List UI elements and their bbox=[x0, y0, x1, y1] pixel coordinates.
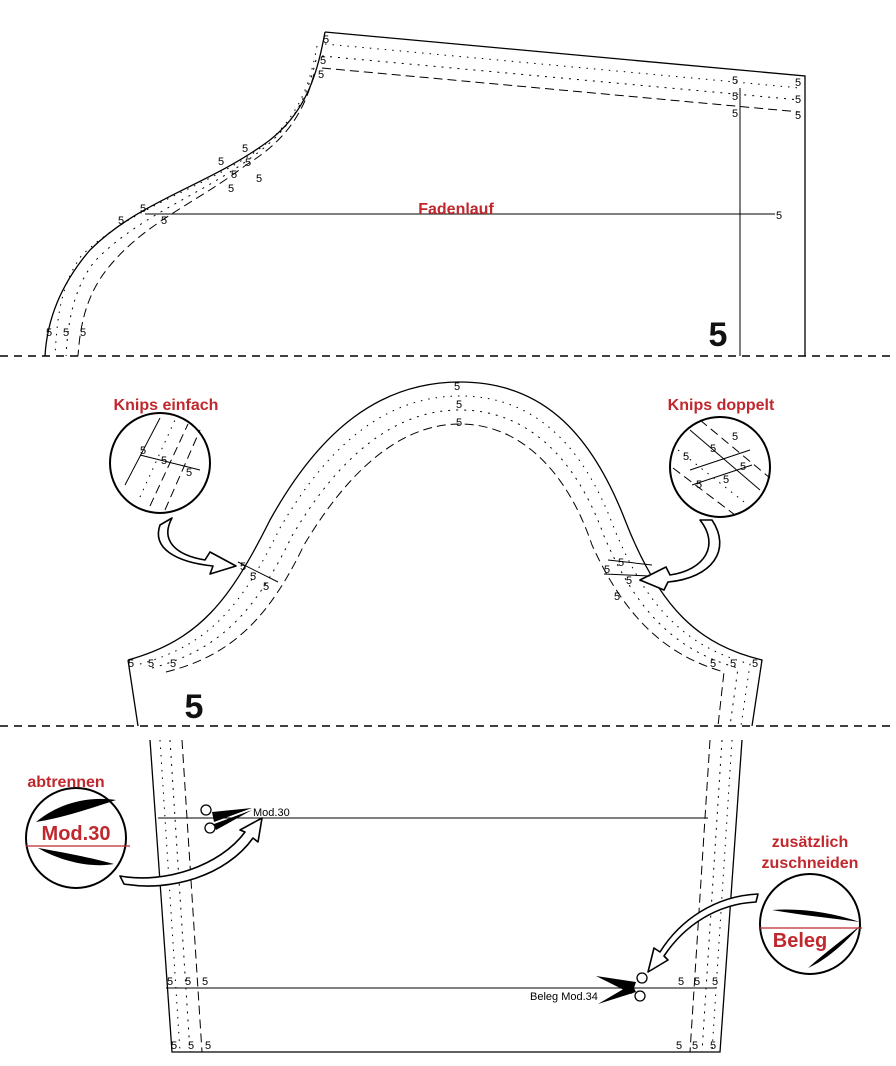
svg-text:5: 5 bbox=[148, 658, 154, 670]
svg-text:5: 5 bbox=[732, 431, 738, 443]
seam-marks-top: 5 5 5 5 5 5 5 5 5 5 5 5 5 5 5 5 5 5 5 5 … bbox=[46, 34, 801, 339]
svg-text:5: 5 bbox=[228, 183, 234, 195]
svg-text:5: 5 bbox=[231, 169, 237, 181]
facing-line-label: Beleg Mod.34 bbox=[530, 991, 598, 1003]
notch-marks-sleeve: 5 5 5 5 5 5 5 5 5 5 5 5 5 5 5 5 bbox=[128, 381, 758, 670]
svg-text:5: 5 bbox=[320, 55, 326, 67]
svg-text:5: 5 bbox=[678, 976, 684, 988]
svg-text:5: 5 bbox=[710, 443, 716, 455]
svg-text:5: 5 bbox=[318, 69, 324, 81]
svg-text:5: 5 bbox=[128, 658, 134, 670]
arrow-icon-double bbox=[639, 519, 721, 591]
label-cut-off: abtrennen bbox=[27, 774, 104, 791]
size-number-top: 5 bbox=[709, 316, 728, 354]
svg-text:5: 5 bbox=[140, 445, 146, 457]
label-cut-off-model: Mod.30 bbox=[42, 823, 111, 845]
svg-text:5: 5 bbox=[696, 479, 702, 491]
arrow-icon-cut bbox=[119, 817, 263, 887]
svg-text:5: 5 bbox=[245, 157, 251, 169]
arrow-icon-single bbox=[157, 517, 237, 575]
svg-text:5: 5 bbox=[614, 591, 620, 603]
svg-text:5: 5 bbox=[118, 215, 124, 227]
pattern-piece-sleeve-lower: Mod.30 Beleg Mod.34 abtrennen Mod.30 zus… bbox=[25, 739, 862, 1053]
svg-text:5: 5 bbox=[171, 1040, 177, 1052]
svg-text:5: 5 bbox=[752, 658, 758, 670]
pattern-piece-sleeve-cap: 5 Knips einfach Knips doppelt 5 5 5 5 5 … bbox=[109, 381, 775, 727]
svg-text:5: 5 bbox=[732, 108, 738, 120]
svg-text:5: 5 bbox=[218, 156, 224, 168]
magnifier-circle-icon-single: 5 5 5 bbox=[109, 412, 211, 514]
svg-text:5: 5 bbox=[618, 557, 624, 569]
svg-text:5: 5 bbox=[80, 327, 86, 339]
svg-text:5: 5 bbox=[140, 203, 146, 215]
svg-text:5: 5 bbox=[710, 1040, 716, 1052]
svg-text:5: 5 bbox=[795, 94, 801, 106]
svg-text:5: 5 bbox=[456, 417, 462, 429]
scissors-icon-top bbox=[200, 804, 252, 834]
svg-text:5: 5 bbox=[242, 143, 248, 155]
svg-text:5: 5 bbox=[167, 976, 173, 988]
svg-text:5: 5 bbox=[323, 34, 329, 46]
label-extra-cut-1: zusätzlich bbox=[772, 834, 848, 851]
svg-text:5: 5 bbox=[740, 461, 746, 473]
svg-text:5: 5 bbox=[185, 976, 191, 988]
svg-text:5: 5 bbox=[46, 327, 52, 339]
svg-text:5: 5 bbox=[604, 564, 610, 576]
svg-text:5: 5 bbox=[256, 173, 262, 185]
svg-text:5: 5 bbox=[710, 658, 716, 670]
svg-text:5: 5 bbox=[63, 327, 69, 339]
magnifier-circle-icon-cut bbox=[25, 787, 130, 889]
scissors-icon-bottom bbox=[596, 972, 648, 1004]
grain-line-label: Fadenlauf bbox=[418, 201, 494, 218]
svg-text:5: 5 bbox=[205, 1040, 211, 1052]
svg-text:5: 5 bbox=[263, 581, 269, 593]
size-number-mid: 5 bbox=[185, 688, 204, 726]
svg-text:5: 5 bbox=[694, 976, 700, 988]
svg-text:5: 5 bbox=[240, 561, 246, 573]
svg-text:5: 5 bbox=[161, 215, 167, 227]
label-facing: Beleg bbox=[773, 930, 827, 952]
svg-text:5: 5 bbox=[795, 77, 801, 89]
svg-text:5: 5 bbox=[202, 976, 208, 988]
svg-text:5: 5 bbox=[250, 571, 256, 583]
svg-text:5: 5 bbox=[186, 467, 192, 479]
svg-text:5: 5 bbox=[626, 575, 632, 587]
label-extra-cut-2: zuschneiden bbox=[762, 855, 859, 872]
svg-text:5: 5 bbox=[456, 399, 462, 411]
svg-text:5: 5 bbox=[730, 658, 736, 670]
label-notch-single: Knips einfach bbox=[114, 397, 219, 414]
svg-text:5: 5 bbox=[732, 91, 738, 103]
svg-text:5: 5 bbox=[776, 210, 782, 222]
cut-line-label: Mod.30 bbox=[253, 807, 290, 819]
svg-text:5: 5 bbox=[723, 474, 729, 486]
magnifier-circle-icon-double: 5 5 5 5 5 5 bbox=[669, 416, 771, 518]
magnifier-circle-icon-facing bbox=[759, 873, 862, 975]
pattern-piece-top: Fadenlauf 5 5 5 5 5 5 5 5 5 5 5 5 5 5 5 … bbox=[44, 31, 806, 357]
arrow-icon-facing bbox=[647, 893, 759, 973]
svg-text:5: 5 bbox=[676, 1040, 682, 1052]
seam-marks-lower: 5 5 5 5 5 5 5 5 5 5 5 5 bbox=[167, 976, 718, 1052]
svg-text:5: 5 bbox=[795, 110, 801, 122]
svg-text:5: 5 bbox=[712, 976, 718, 988]
svg-text:5: 5 bbox=[732, 75, 738, 87]
svg-text:5: 5 bbox=[161, 455, 167, 467]
svg-text:5: 5 bbox=[170, 658, 176, 670]
label-notch-double: Knips doppelt bbox=[668, 397, 775, 414]
svg-text:5: 5 bbox=[454, 381, 460, 393]
svg-text:5: 5 bbox=[692, 1040, 698, 1052]
svg-text:5: 5 bbox=[188, 1040, 194, 1052]
svg-text:5: 5 bbox=[683, 451, 689, 463]
